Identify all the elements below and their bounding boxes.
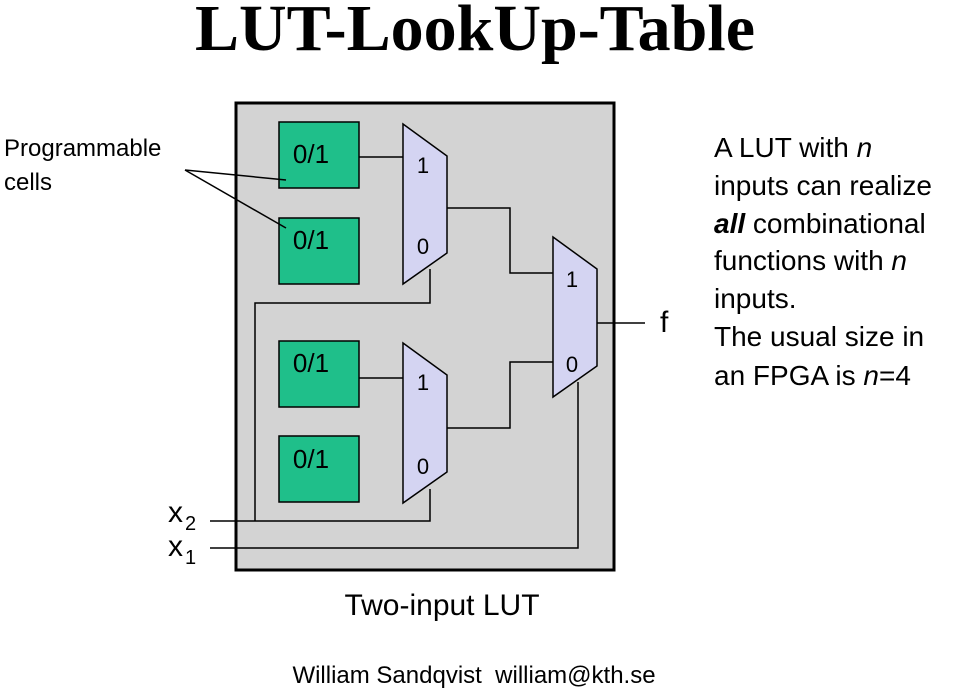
mux-output (552, 235, 598, 399)
description-line-2: inputs can realize (714, 170, 932, 201)
mux-top (402, 122, 448, 286)
description-line-4: functions with n (714, 245, 907, 276)
description-line-6: The usual size in (714, 321, 924, 352)
programmable-cell: 0/1 (278, 121, 360, 189)
programmable-label-line2: cells (4, 169, 52, 196)
description-line-7: an FPGA is n=4 (714, 360, 911, 391)
cell-value: 0/1 (293, 348, 329, 378)
mux-bottom (402, 341, 448, 505)
cell-value: 0/1 (293, 444, 329, 474)
footer: William Sandqvist william@kth.se (292, 662, 655, 689)
programmable-cell: 0/1 (278, 435, 360, 503)
cell-value: 0/1 (293, 225, 329, 255)
mux-output-in1-label: 1 (566, 267, 578, 292)
mux-bottom-in0-label: 0 (417, 454, 429, 479)
description-line-5: inputs. (714, 283, 797, 314)
pointer-lines (184, 169, 287, 229)
mux-top-in0-label: 0 (417, 234, 429, 259)
mux-bottom-in1-label: 1 (417, 370, 429, 395)
description-line-1: A LUT with n (714, 132, 872, 163)
programmable-label-line1: Programmable (4, 135, 161, 162)
description: A LUT with n inputs can realize all comb… (714, 132, 932, 391)
diagram-caption: Two-input LUT (344, 589, 539, 622)
mux-top-in1-label: 1 (417, 153, 429, 178)
programmable-cell: 0/1 (278, 340, 360, 408)
programmable-cell: 0/1 (278, 217, 360, 285)
output-label: f (660, 306, 669, 339)
mux-output-in0-label: 0 (566, 352, 578, 377)
slide-title: LUT-LookUp-Table (195, 0, 755, 65)
description-line-3: all combinational (714, 208, 926, 239)
wires (210, 156, 645, 549)
cell-value: 0/1 (293, 139, 329, 169)
